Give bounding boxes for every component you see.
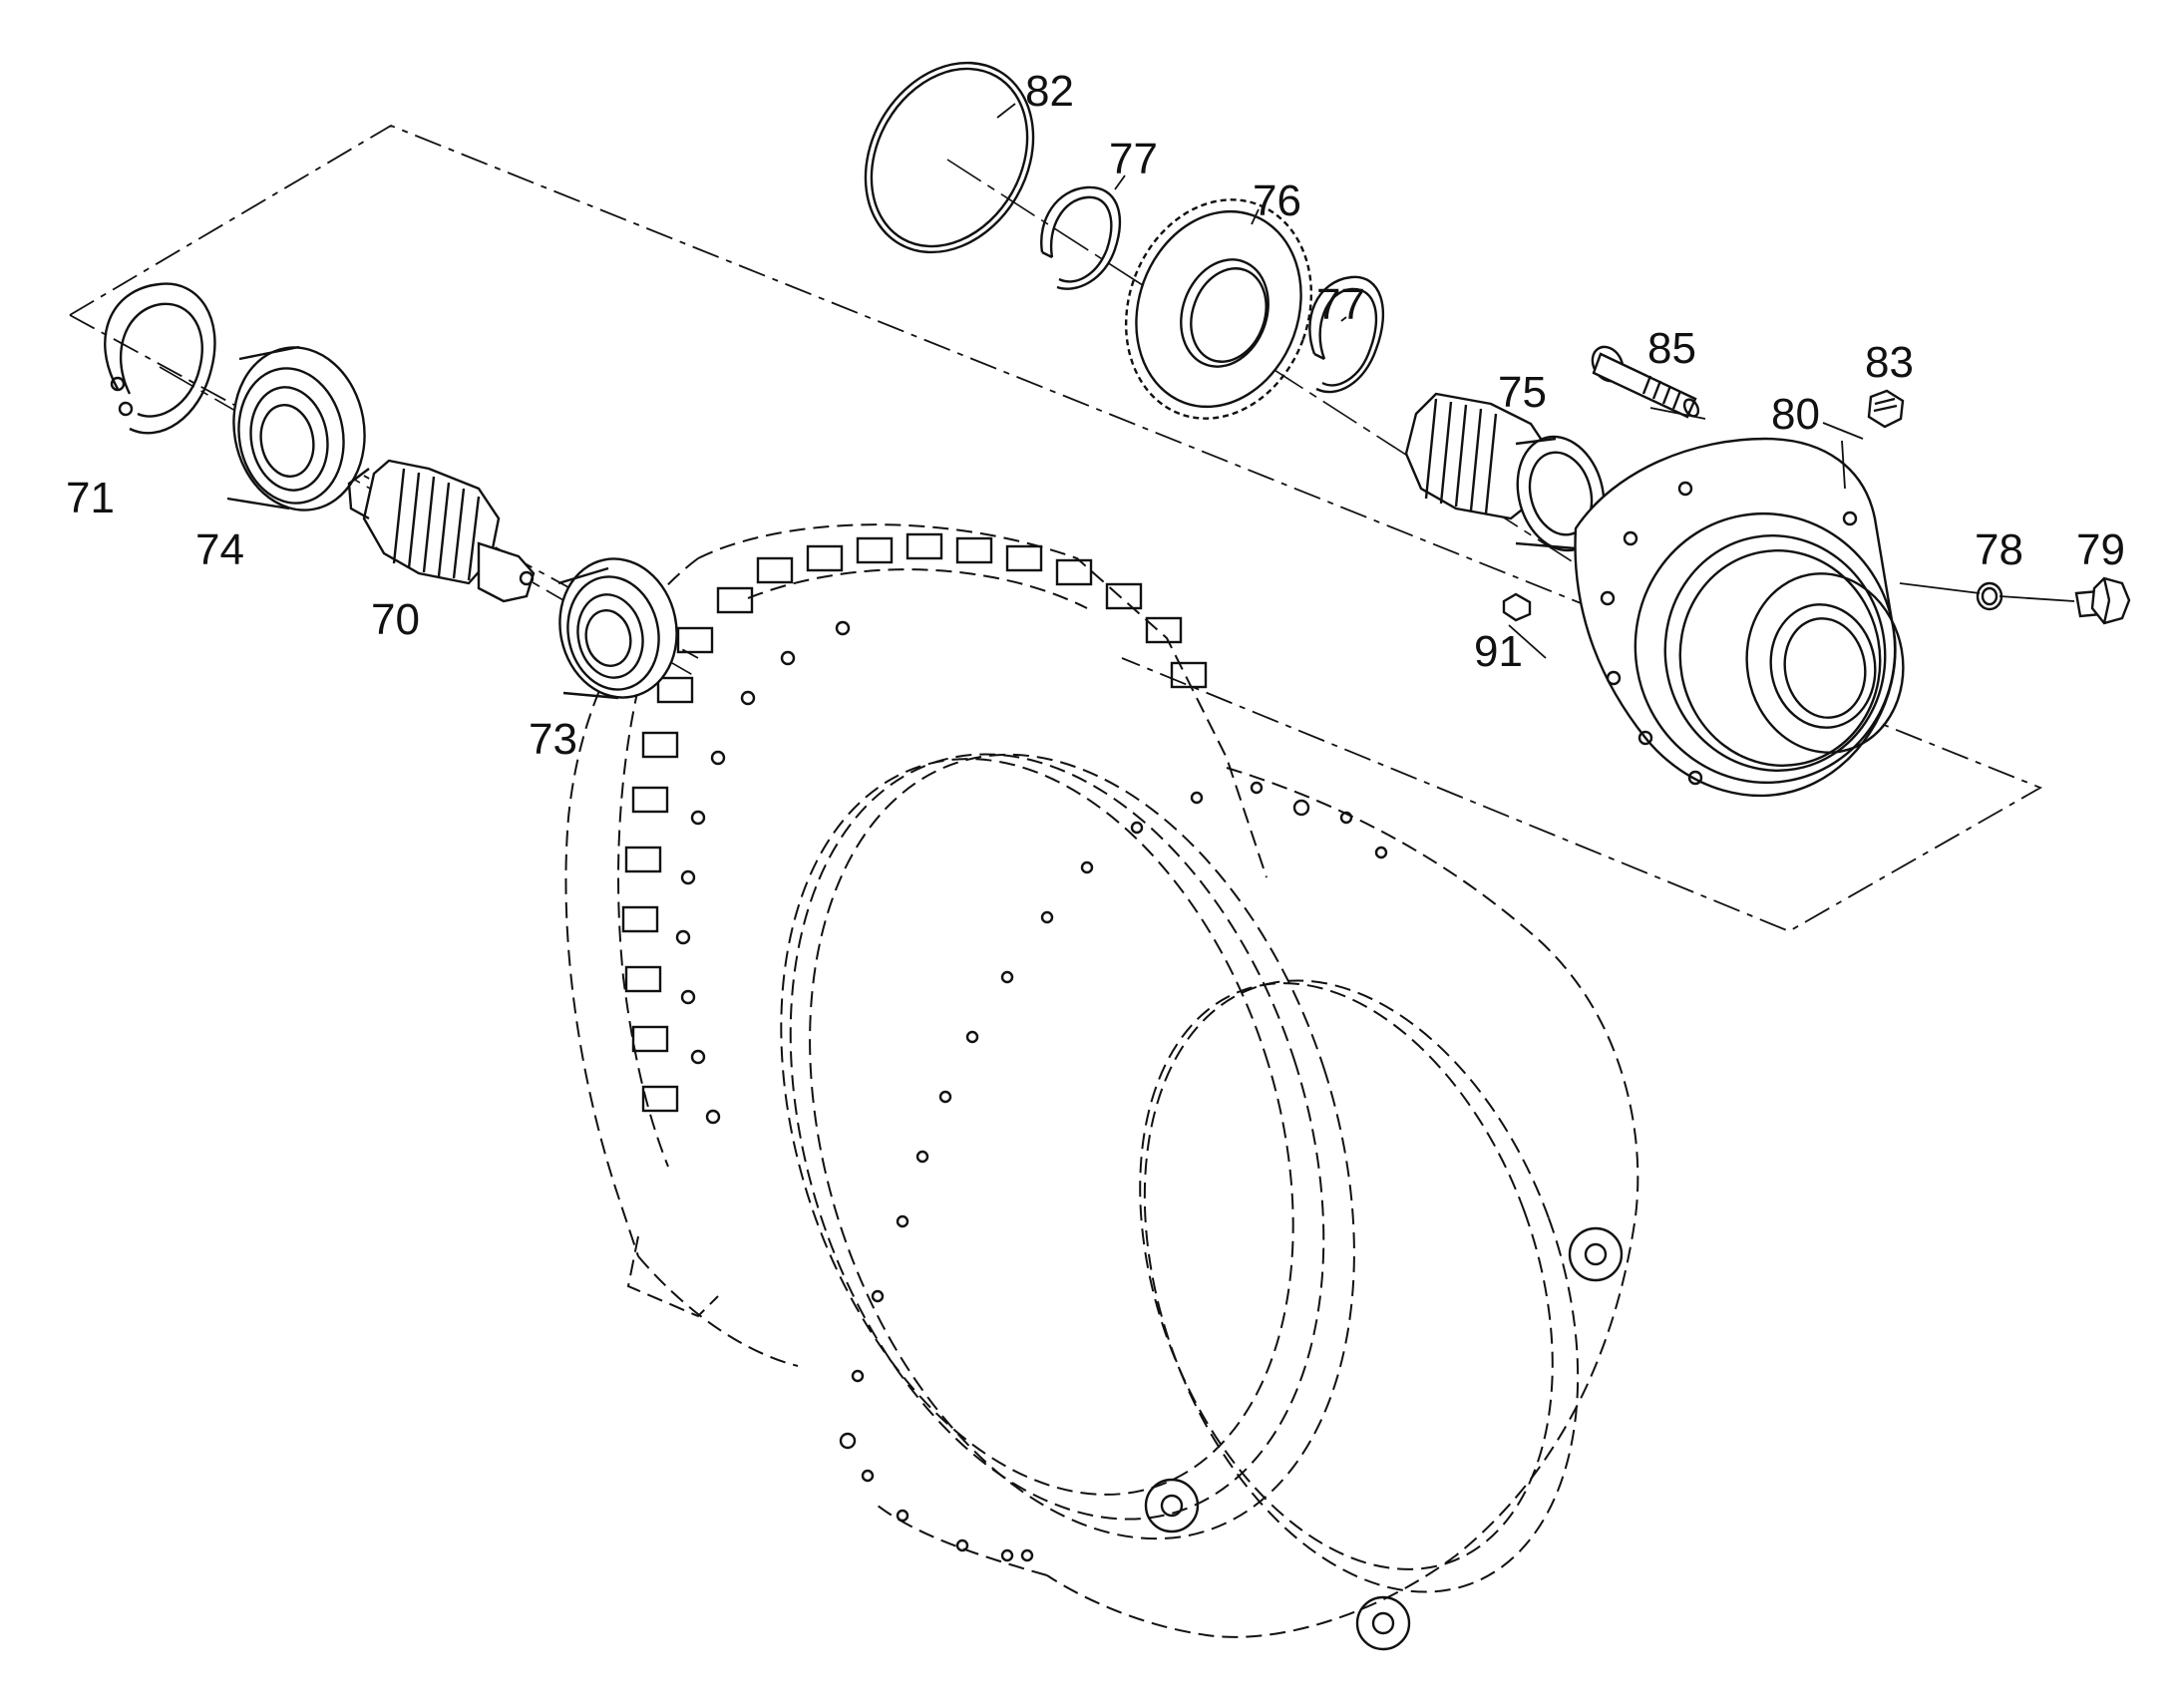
tooth-slots (675, 620, 851, 1125)
part-80-cover[interactable] (1574, 437, 1918, 804)
part-73-bearing[interactable] (547, 547, 690, 708)
part-91-plug[interactable] (1502, 592, 1532, 622)
part-76-gear[interactable] (1096, 173, 1341, 445)
label-79: 79 (2076, 525, 2125, 574)
label-85: 85 (1647, 324, 1696, 373)
label-83: 83 (1865, 338, 1914, 387)
cover-bolt-holes (1600, 481, 1858, 786)
callout-labels: 71 74 70 73 82 77 76 77 75 85 83 80 91 7… (66, 67, 2125, 764)
label-76: 76 (1253, 176, 1301, 225)
part-85-bolt[interactable] (1587, 341, 1701, 419)
housing-teeth (621, 532, 1208, 1113)
pinion-teeth (392, 468, 481, 581)
part-77-snap-ring-lower[interactable] (1308, 275, 1384, 394)
leader-lines (996, 103, 2075, 659)
part-77-snap-ring-upper[interactable] (1040, 185, 1122, 290)
label-73: 73 (529, 715, 577, 764)
part-83-plug[interactable] (1867, 389, 1905, 429)
label-71: 71 (66, 474, 115, 522)
part-79-fitting[interactable] (2074, 576, 2131, 625)
flange-holes (839, 781, 1388, 1562)
label-75: 75 (1498, 368, 1547, 417)
part-78-washer[interactable] (1976, 581, 2003, 611)
label-91: 91 (1474, 627, 1523, 676)
part-70-pinion-shaft[interactable] (347, 459, 536, 603)
part-74-bearing[interactable] (221, 337, 378, 520)
part-71-retaining-ring[interactable] (104, 282, 216, 435)
label-70: 70 (371, 595, 420, 644)
part-82-o-ring[interactable] (832, 32, 1066, 282)
label-77-upper: 77 (1109, 135, 1158, 183)
bolt-threads (1641, 375, 1682, 410)
label-80: 80 (1771, 390, 1820, 439)
label-74: 74 (195, 525, 244, 574)
label-77-lower: 77 (1316, 280, 1365, 329)
drum-bosses (1144, 1226, 1624, 1651)
label-82: 82 (1025, 67, 1074, 116)
shaft-splines (1424, 398, 1498, 514)
drive-housing (564, 523, 1639, 1651)
label-78: 78 (1975, 525, 2023, 574)
